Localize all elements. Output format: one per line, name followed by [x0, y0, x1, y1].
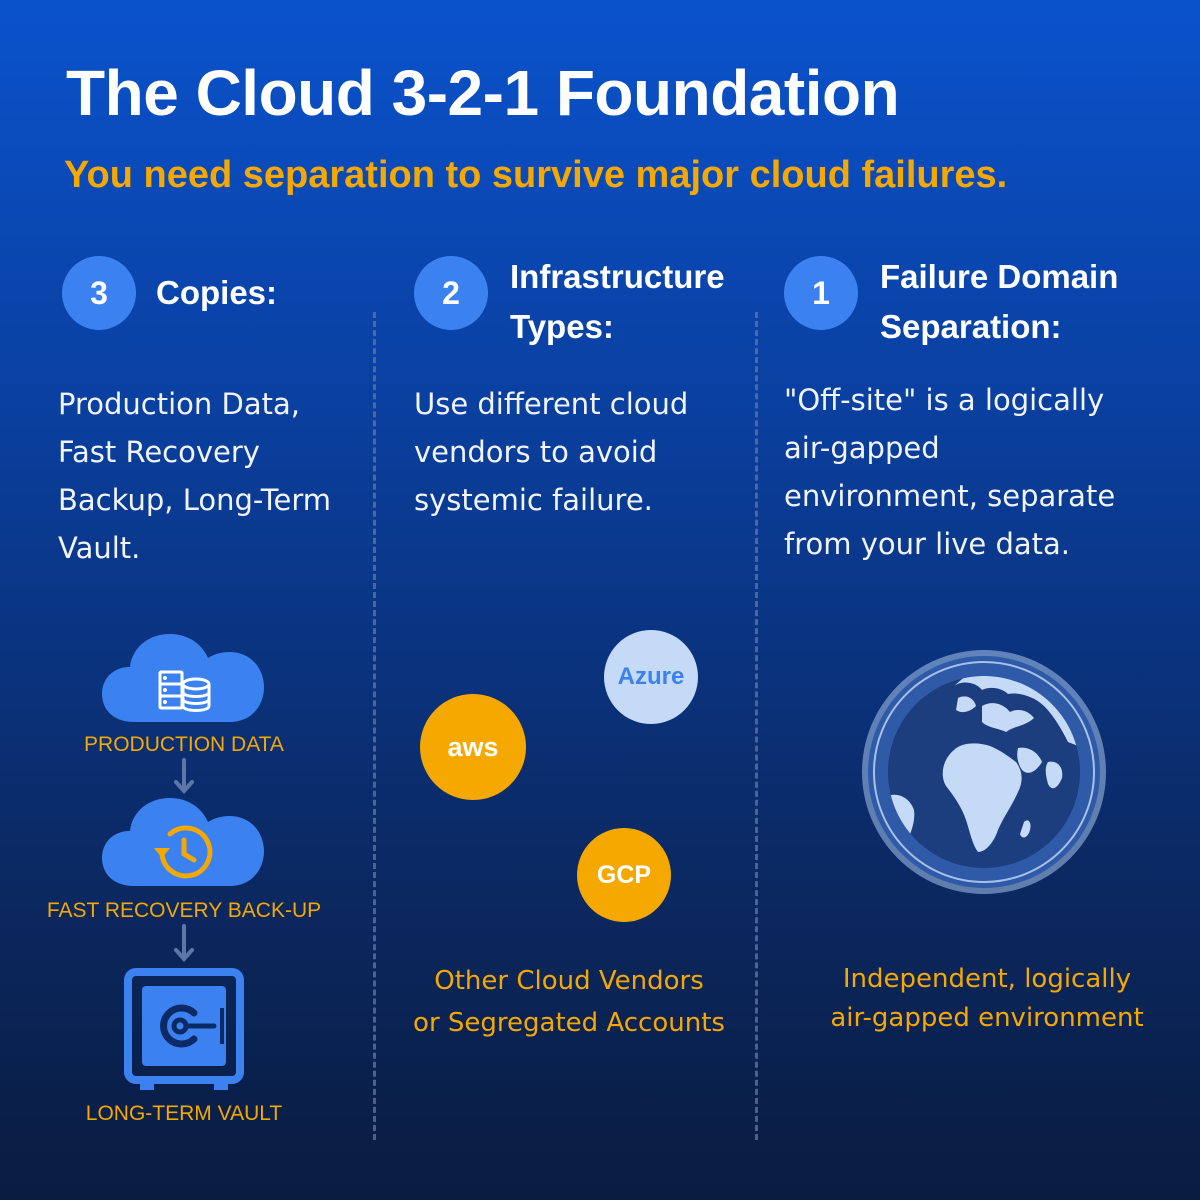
vault-safe-icon: [124, 968, 244, 1090]
column-divider-left: [373, 312, 376, 1140]
column-heading-infrastructure: Infrastructure Types:: [510, 258, 725, 345]
vendor-bubble-azure: Azure: [604, 630, 698, 724]
flow-label-production: PRODUCTION DATA: [84, 733, 284, 756]
step-badge-2: 2: [414, 256, 488, 330]
step-badge-3: 3: [62, 256, 136, 330]
arrow-down-icon: [174, 924, 194, 963]
cloud-database-icon: [102, 634, 264, 722]
cloud-history-icon: [102, 798, 264, 886]
globe-caption: Independent, logically air-gapped enviro…: [830, 964, 1144, 1033]
step-badge-1: 1: [784, 256, 858, 330]
column-heading-copies: Copies:: [156, 274, 278, 311]
vendor-bubble-aws: aws: [420, 694, 526, 800]
column-body-infrastructure: Use different cloud vendors to avoid sys…: [414, 387, 689, 517]
vendors-caption: Other Cloud Vendors or Segregated Accoun…: [413, 966, 725, 1038]
column-body-failure-domain: "Off-site" is a logically air-gapped env…: [784, 383, 1116, 561]
flow-label-vault: LONG-TERM VAULT: [85, 1102, 283, 1125]
page-title: The Cloud 3-2-1 Foundation: [66, 57, 900, 129]
column-body-copies: Production Data, Fast Recovery Backup, L…: [58, 387, 332, 565]
flow-label-fast-recovery: FAST RECOVERY BACK-UP: [46, 899, 322, 922]
column-divider-right: [755, 312, 758, 1140]
globe-icon: [862, 650, 1106, 894]
page-subtitle: You need separation to survive major clo…: [64, 154, 1008, 196]
arrow-down-icon: [174, 758, 194, 795]
column-heading-failure-domain: Failure Domain Separation:: [880, 258, 1119, 345]
vendor-bubble-gcp: GCP: [577, 828, 671, 922]
